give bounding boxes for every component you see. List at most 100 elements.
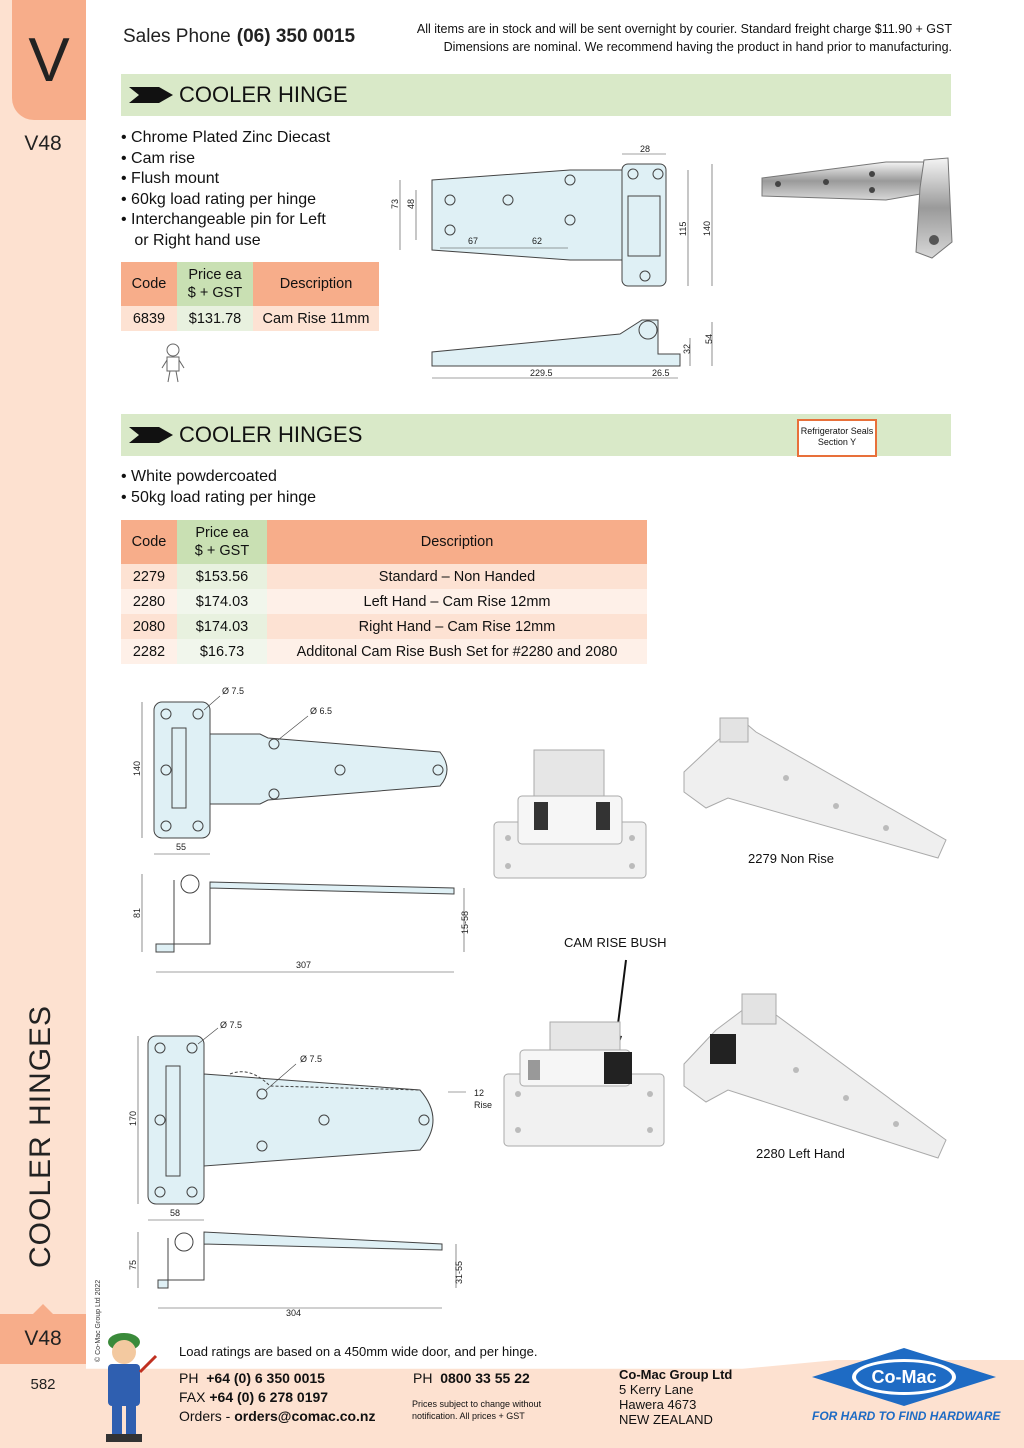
comac-logo[interactable]: Co-Mac — [812, 1348, 996, 1406]
white-hinge-2279-photo — [683, 717, 947, 859]
dim-label: 58 — [170, 1208, 180, 1218]
dim-label: 81 — [132, 908, 142, 918]
dim-label: 73 — [390, 199, 400, 209]
cell-price: $131.78 — [177, 306, 253, 331]
page-code-top: V48 — [24, 132, 62, 155]
page-number: 582 — [30, 1376, 56, 1393]
feature-item: • 50kg load rating per hinge — [121, 488, 317, 506]
cell-desc: Left Hand – Cam Rise 12mm — [267, 589, 647, 614]
table-row: 6839 $131.78 Cam Rise 11mm — [121, 306, 379, 331]
company-name: Co-Mac Group Ltd — [619, 1367, 733, 1382]
load-rating-note: Load ratings are based on a 450mm wide d… — [179, 1344, 538, 1359]
cell-price: $16.73 — [177, 639, 267, 664]
dim-label: 54 — [704, 334, 714, 344]
feature-item: • White powdercoated — [121, 468, 277, 485]
col-code: Code — [121, 520, 177, 564]
dim-label: 140 — [132, 761, 142, 776]
section-banner-cooler-hinges: COOLER HINGES Refrigerator Seals Section… — [121, 414, 951, 457]
address-line: Hawera 4673 — [619, 1397, 697, 1412]
dim-label: 26.5 — [652, 368, 670, 378]
prices-note: Prices subject to change without notific… — [412, 1398, 541, 1422]
notice-line-1: All items are in stock and will be sent … — [416, 22, 952, 36]
vertical-title: COOLER HINGES — [24, 1004, 57, 1268]
price-table-1: Code Price ea$ + GST Description 6839 $1… — [121, 262, 379, 331]
dim-label: Ø 7.5 — [222, 686, 244, 696]
hinge-drawing-top: 28 73 48 67 62 115 140 — [390, 144, 713, 287]
ref-line-1: Refrigerator Seals — [800, 426, 874, 436]
hinge-drawing-side: 229.5 26.5 32 54 — [431, 319, 714, 379]
col-price: Price ea$ + GST — [177, 520, 267, 564]
feature-item: • Cam rise — [121, 149, 196, 167]
ph2-label: PH — [413, 1370, 433, 1386]
cell-code: 2279 — [121, 564, 177, 589]
orders-email[interactable]: orders@comac.co.nz — [234, 1408, 376, 1424]
cell-code: 6839 — [121, 306, 177, 331]
dim-label: 170 — [128, 1111, 138, 1126]
contact-block: PH +64 (0) 6 350 0015 FAX +64 (0) 6 278 … — [179, 1369, 376, 1426]
prices-note-line: Prices subject to change without — [412, 1399, 542, 1409]
prices-note-line: notification. All prices + GST — [412, 1411, 525, 1421]
arrow-icon — [129, 427, 173, 443]
dim-label: 115 — [678, 222, 688, 236]
section-tab: V — [12, 0, 86, 120]
dim-label: Ø 7.5 — [300, 1054, 322, 1064]
dim-label: Ø 7.5 — [220, 1020, 242, 1030]
feature-item: • Chrome Plated Zinc Diecast — [121, 129, 331, 146]
sales-number[interactable]: (06) 350 0015 — [236, 26, 356, 47]
dim-label: 31-55 — [454, 1261, 464, 1284]
col-code: Code — [121, 262, 177, 306]
mascot-icon — [106, 1333, 158, 1442]
feature-item: • 60kg load rating per hinge — [121, 190, 317, 208]
white-hinge-2280-photo — [683, 993, 947, 1159]
table-row: 2080 $174.03 Right Hand – Cam Rise 12mm — [121, 614, 647, 639]
address-line: 5 Kerry Lane — [619, 1382, 694, 1397]
sales-phone: Sales Phone(06) 350 0015 — [123, 26, 355, 48]
section-title: COOLER HINGE — [179, 82, 348, 107]
col-price: Price ea$ + GST — [177, 262, 253, 306]
cell-price: $174.03 — [177, 614, 267, 639]
dim-label: 229.5 — [530, 368, 553, 378]
cell-desc: Right Hand – Cam Rise 12mm — [267, 614, 647, 639]
dim-label: Ø 6.5 — [310, 706, 332, 716]
cell-desc: Standard – Non Handed — [267, 564, 647, 589]
dim-label: 32 — [682, 344, 692, 354]
ph-label: PH — [179, 1370, 199, 1386]
sidebar — [0, 0, 86, 1448]
cross-reference-badge[interactable]: Refrigerator Seals Section Y — [797, 419, 877, 457]
phone-number[interactable]: +64 (0) 6 350 0015 — [206, 1370, 325, 1386]
ref-line-2: Section Y — [817, 437, 857, 447]
dim-label: 67 — [468, 236, 478, 246]
feature-list-1: • Chrome Plated Zinc Diecast • Cam rise … — [121, 128, 330, 252]
logo-text: Co-Mac — [871, 1367, 936, 1387]
white-hinge-front-photo — [493, 749, 647, 879]
dim-label: Rise — [474, 1100, 492, 1110]
fax-label: FAX — [179, 1389, 206, 1405]
freephone-number[interactable]: 0800 33 55 22 — [440, 1370, 530, 1386]
cell-price: $174.03 — [177, 589, 267, 614]
dim-label: 140 — [702, 221, 712, 236]
orders-label: Orders - — [179, 1408, 231, 1424]
white-hinge-bush-photo — [503, 1021, 665, 1147]
freephone: PH 0800 33 55 22 — [413, 1369, 530, 1388]
hinge-drawing-2279: Ø 7.5 Ø 6.5 140 55 81 15-58 307 — [132, 686, 470, 973]
caption-2279: 2279 Non Rise — [748, 851, 834, 866]
dim-label: 48 — [406, 199, 416, 209]
caption-2280: 2280 Left Hand — [756, 1146, 845, 1161]
cell-price: $153.56 — [177, 564, 267, 589]
sales-label: Sales Phone — [123, 26, 231, 47]
hinge-drawing-2280: Ø 7.5 Ø 7.5 170 58 12 Rise 75 31-55 304 — [128, 1020, 492, 1318]
dim-label: 75 — [128, 1260, 138, 1270]
dim-label: 12 — [474, 1088, 484, 1098]
mascot-icon — [161, 343, 185, 383]
fax-number: +64 (0) 6 278 0197 — [209, 1389, 329, 1405]
section-letter: V — [28, 25, 70, 95]
col-description: Description — [267, 520, 647, 564]
feature-list-2: • White powdercoated • 50kg load rating … — [121, 467, 316, 508]
table-row: 2282 $16.73 Additonal Cam Rise Bush Set … — [121, 639, 647, 664]
section-title: COOLER HINGES — [179, 422, 363, 447]
arrow-icon — [129, 87, 173, 103]
cell-code: 2282 — [121, 639, 177, 664]
caption-cam-rise-bush: CAM RISE BUSH — [564, 935, 667, 950]
section-banner-cooler-hinge: COOLER HINGE — [121, 74, 951, 116]
notice-line-2: Dimensions are nominal. We recommend hav… — [443, 40, 952, 54]
